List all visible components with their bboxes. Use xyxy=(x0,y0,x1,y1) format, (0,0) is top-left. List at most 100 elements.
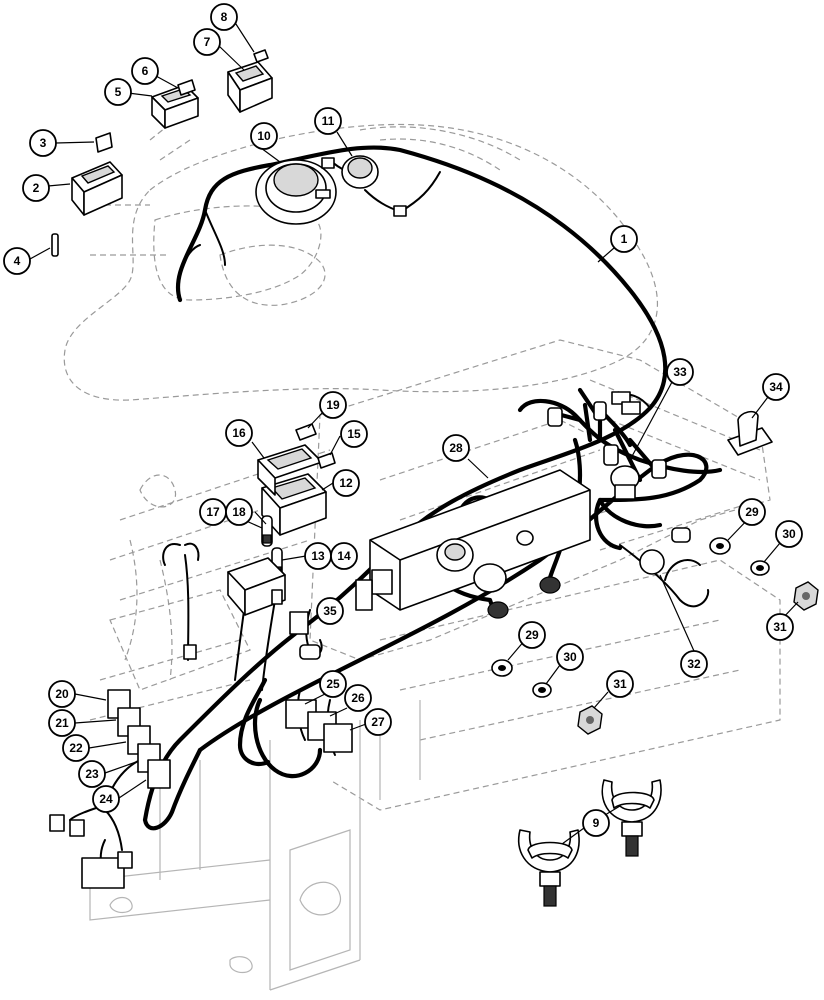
callout-15: 15 xyxy=(340,420,368,448)
callout-25-label: 25 xyxy=(326,677,340,691)
callout-13-label: 13 xyxy=(311,549,325,563)
callout-24: 24 xyxy=(92,785,120,813)
callout-4: 4 xyxy=(3,247,31,275)
callout-11-label: 11 xyxy=(322,114,335,128)
callout-7: 7 xyxy=(193,28,221,56)
callout-31-lower: 31 xyxy=(606,670,634,698)
callout-10: 10 xyxy=(250,122,278,150)
callout-9-label: 9 xyxy=(593,816,600,830)
callout-17: 17 xyxy=(199,498,227,526)
connector-35 xyxy=(289,611,321,660)
callout-1: 1 xyxy=(610,225,638,253)
callout-19: 19 xyxy=(319,391,347,419)
callout-11: 11 xyxy=(314,107,342,135)
relay-stack-20-24 xyxy=(107,689,171,789)
callout-25: 25 xyxy=(319,670,347,698)
callout-34-label: 34 xyxy=(769,380,783,394)
callout-32: 32 xyxy=(680,650,708,678)
switch-7 xyxy=(227,61,273,113)
callout-33-label: 33 xyxy=(673,365,687,379)
callout-28: 28 xyxy=(442,434,470,462)
callout-26-label: 26 xyxy=(351,691,365,705)
callout-22: 22 xyxy=(62,734,90,762)
callout-26: 26 xyxy=(344,684,372,712)
leader-lines xyxy=(29,20,799,845)
nut-31-lower xyxy=(577,705,603,735)
callout-31-right-label: 31 xyxy=(773,620,787,634)
callout-21-label: 21 xyxy=(55,716,69,730)
callout-28-label: 28 xyxy=(449,441,463,455)
lockwasher-30-right xyxy=(750,560,770,576)
switch-cap-19 xyxy=(295,423,317,441)
switch-cap-6 xyxy=(177,79,196,96)
callout-19-label: 19 xyxy=(326,398,340,412)
callout-6-label: 6 xyxy=(142,64,149,78)
callout-12: 12 xyxy=(332,469,360,497)
callout-20: 20 xyxy=(48,680,76,708)
callout-32-label: 32 xyxy=(687,657,701,671)
switch-cap-3 xyxy=(95,132,113,153)
callout-30-right-label: 30 xyxy=(782,527,796,541)
switch-12 xyxy=(261,473,327,536)
nut-31-right xyxy=(793,581,819,611)
light-switch-34 xyxy=(727,410,773,456)
lamp-11 xyxy=(341,155,407,217)
washer-29-lower xyxy=(491,659,513,677)
callout-30-lower: 30 xyxy=(556,643,584,671)
callout-30-lower-label: 30 xyxy=(563,650,577,664)
lockwasher-30-lower xyxy=(532,682,552,698)
callout-29-lower: 29 xyxy=(518,621,546,649)
callout-12-label: 12 xyxy=(339,476,353,490)
callout-23: 23 xyxy=(78,760,106,788)
callout-9: 9 xyxy=(582,809,610,837)
callout-20-label: 20 xyxy=(55,687,69,701)
callout-35: 35 xyxy=(316,597,344,625)
callout-5: 5 xyxy=(104,78,132,106)
callout-16: 16 xyxy=(225,419,253,447)
callout-14: 14 xyxy=(330,542,358,570)
callout-1-label: 1 xyxy=(621,232,628,246)
horn-10 xyxy=(255,157,337,225)
switch-2 xyxy=(71,161,123,216)
instrument-panel-28 xyxy=(355,469,591,611)
callout-34: 34 xyxy=(762,373,790,401)
callout-14-label: 14 xyxy=(337,549,351,563)
bulb-17-18 xyxy=(261,515,273,547)
fuse-4 xyxy=(51,233,59,257)
relay-25-26-27 xyxy=(285,699,353,753)
harness-clip-9b xyxy=(601,779,662,857)
switch-16 xyxy=(257,444,323,496)
washer-29-right xyxy=(709,537,731,555)
callout-17-label: 17 xyxy=(206,505,220,519)
callout-29-lower-label: 29 xyxy=(525,628,539,642)
callout-23-label: 23 xyxy=(85,767,99,781)
callout-10-label: 10 xyxy=(257,129,271,143)
callout-6: 6 xyxy=(131,57,159,85)
callout-4-label: 4 xyxy=(14,254,21,268)
callout-2-label: 2 xyxy=(33,181,40,195)
callout-29-right-label: 29 xyxy=(745,505,759,519)
callout-27: 27 xyxy=(364,708,392,736)
callout-2: 2 xyxy=(22,174,50,202)
callout-33: 33 xyxy=(666,358,694,386)
callout-8-label: 8 xyxy=(221,10,228,24)
callout-22-label: 22 xyxy=(69,741,83,755)
callout-21: 21 xyxy=(48,709,76,737)
lower-left-connectors xyxy=(49,814,133,889)
switch-housing-lower xyxy=(227,557,286,616)
callout-18: 18 xyxy=(225,498,253,526)
right-panel-components-33 xyxy=(547,391,691,575)
callout-8: 8 xyxy=(210,3,238,31)
callout-31-right: 31 xyxy=(766,613,794,641)
callout-18-label: 18 xyxy=(232,505,246,519)
callout-30-right: 30 xyxy=(775,520,803,548)
switch-cap-8 xyxy=(253,49,269,63)
connector-pigtail xyxy=(183,644,197,660)
callout-16-label: 16 xyxy=(232,426,246,440)
harness-clip-9a xyxy=(518,829,580,907)
callout-15-label: 15 xyxy=(347,427,361,441)
callout-3-label: 3 xyxy=(40,136,47,150)
callout-13: 13 xyxy=(304,542,332,570)
callout-29-right: 29 xyxy=(738,498,766,526)
